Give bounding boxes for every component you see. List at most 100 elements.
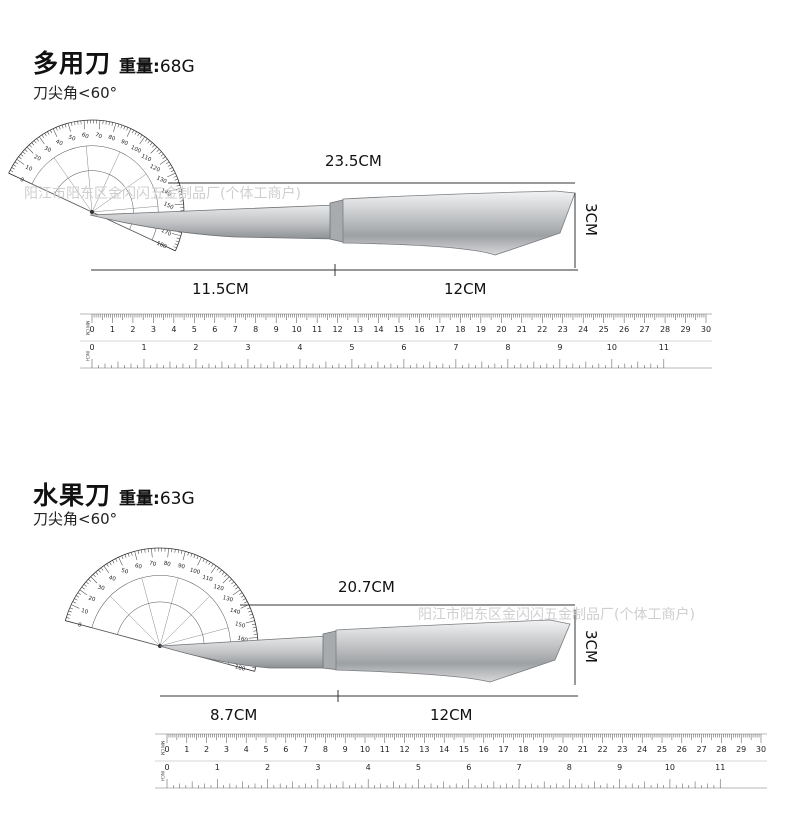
protractor-number: 170	[160, 228, 173, 238]
protractor-number: 20	[33, 154, 42, 163]
ruler-cm-number: 19	[538, 745, 548, 754]
ruler-cm-number: 10	[360, 745, 370, 754]
protractor-number: 120	[213, 584, 225, 593]
overall-length-label: 20.7CM	[338, 578, 395, 596]
ruler-cm-number: 0	[89, 325, 94, 334]
ruler-inch-number: 8	[567, 763, 572, 772]
protractor-number: 40	[55, 139, 64, 148]
ruler-cm-number: 21	[517, 325, 527, 334]
ruler-cm-number: 4	[244, 745, 249, 754]
protractor-number: 130	[155, 175, 168, 185]
ruler-cm-number: 18	[455, 325, 465, 334]
protractor-number: 140	[160, 188, 173, 198]
knife-name: 多用刀	[33, 49, 112, 78]
ruler-inch-number: 0	[89, 343, 94, 352]
ruler-cm-number: 16	[479, 745, 489, 754]
handle-height-label: 3CM	[582, 630, 600, 663]
ruler-cm-number: 14	[373, 325, 383, 334]
protractor-number: 10	[24, 165, 33, 174]
protractor-number: 50	[121, 568, 130, 576]
ruler-inch-number: 3	[315, 763, 320, 772]
knife-title-row: 多用刀 重量: 68G	[33, 44, 195, 80]
protractor-number: 180	[234, 664, 246, 673]
ruler-cm-number: 12	[400, 745, 410, 754]
ruler-inch-number: 10	[607, 343, 617, 352]
ruler-cm-number: 1	[110, 325, 115, 334]
ruler-inch-number: 6	[401, 343, 406, 352]
ruler-inch-number: 1	[215, 763, 220, 772]
protractor-number: 130	[222, 595, 234, 604]
ruler-cm-number: 3	[224, 745, 229, 754]
ruler-inch-number: 0	[164, 763, 169, 772]
ruler-cm-number: 10	[292, 325, 302, 334]
ruler-cm-number: 28	[660, 325, 670, 334]
ruler-cm-number: 3	[151, 325, 156, 334]
ruler-cm-unit: MM CM	[160, 741, 165, 756]
ruler-cm-number: 16	[414, 325, 424, 334]
protractor-number: 140	[229, 608, 241, 617]
overall-length-label: 23.5CM	[325, 152, 382, 170]
protractor-number: 80	[107, 134, 116, 143]
protractor-number: 0	[77, 622, 82, 629]
ruler-inch-number: 5	[416, 763, 421, 772]
protractor-number: 150	[162, 201, 175, 211]
ruler-cm-number: 12	[333, 325, 343, 334]
ruler-cm-number: 30	[701, 325, 711, 334]
protractor-number: 20	[88, 596, 97, 604]
protractor-number: 70	[148, 560, 157, 568]
handle	[342, 190, 576, 256]
watermark: 阳江市阳东区金闪闪五金制品厂(个体工商户)	[24, 186, 301, 202]
ruler-cm-number: 24	[578, 325, 588, 334]
protractor-number: 10	[80, 608, 89, 616]
protractor-number: 180	[155, 241, 168, 251]
protractor-number: 30	[97, 584, 106, 592]
knife-illustration	[89, 190, 576, 256]
protractor-number: 50	[67, 134, 76, 143]
protractor-number: 120	[149, 164, 162, 174]
ruler-cm-number: 5	[192, 325, 197, 334]
ruler-inch-number: 8	[505, 343, 510, 352]
ruler-cm-number: 0	[164, 745, 169, 754]
ruler-cm-number: 2	[130, 325, 135, 334]
ruler-cm-number: 26	[677, 745, 687, 754]
protractor-number: 60	[134, 563, 143, 571]
ruler-cm-number: 26	[619, 325, 629, 334]
ruler-inch-number: 9	[617, 763, 622, 772]
ruler-cm-number: 20	[558, 745, 568, 754]
ruler-inch-number: 3	[245, 343, 250, 352]
ruler-cm-number: 25	[657, 745, 667, 754]
handle-length-label: 12CM	[430, 706, 473, 724]
ruler-cm-number: 9	[343, 745, 348, 754]
ruler-cm-number: 8	[323, 745, 328, 754]
weight-value: 63G	[159, 489, 195, 509]
ruler-cm-number: 7	[303, 745, 308, 754]
ruler-cm-number: 8	[253, 325, 258, 334]
handle-length-label: 12CM	[444, 280, 487, 298]
ruler-cm-number: 6	[283, 745, 288, 754]
ruler-inch-number: 9	[557, 343, 562, 352]
weight-value: 68G	[159, 57, 195, 77]
ruler-cm-number: 19	[476, 325, 486, 334]
dimension-lines	[91, 182, 578, 276]
ruler-cm-number: 6	[212, 325, 217, 334]
ruler-cm-number: 15	[394, 325, 404, 334]
ruler-inch-number: 2	[265, 763, 270, 772]
ruler-cm-number: 28	[716, 745, 726, 754]
ruler-inch-number: 7	[516, 763, 521, 772]
blade	[89, 204, 336, 240]
ruler-cm-number: 11	[380, 745, 390, 754]
ruler-cm-number: 25	[599, 325, 609, 334]
ruler-cm-number: 9	[274, 325, 279, 334]
ruler-cm-number: 23	[617, 745, 627, 754]
protractor-number: 100	[189, 567, 201, 576]
ruler-inch-number: 11	[659, 343, 669, 352]
ruler-cm-number: 2	[204, 745, 209, 754]
protractor-number: 40	[108, 575, 117, 583]
ruler-inch-number: 5	[349, 343, 354, 352]
protractor-number: 150	[234, 621, 246, 630]
knife-title-row: 水果刀 重量: 63G	[33, 476, 195, 512]
protractor-number: 100	[130, 145, 143, 155]
